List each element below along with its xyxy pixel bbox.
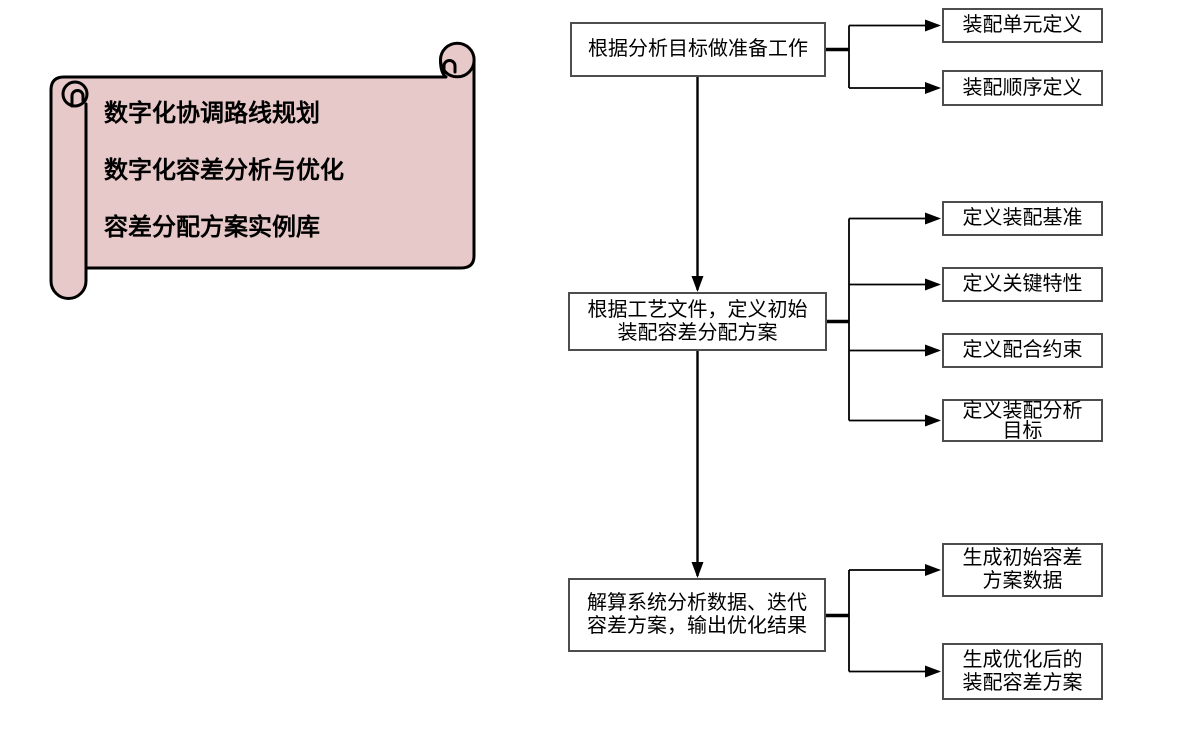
output-box-define-assembly-analysis-target: 定义装配分析 目标 <box>942 399 1103 442</box>
scroll-left-roll <box>61 80 89 108</box>
step1-box: 根据分析目标做准备工作 <box>570 22 826 77</box>
scroll-note: 数字化协调路线规划 数字化容差分析与优化 容差分配方案实例库 <box>104 86 344 257</box>
output-box-define-key-characteristics: 定义关键特性 <box>942 267 1103 302</box>
scroll-left-roll-curl <box>70 89 85 108</box>
step2-box: 根据工艺文件，定义初始 装配容差分配方案 <box>568 292 827 351</box>
output-box-generate-initial-tolerance-data: 生成初始容差 方案数据 <box>942 543 1103 597</box>
step2-branches <box>827 212 941 427</box>
output-box-generate-optimized-tolerance-scheme: 生成优化后的 装配容差方案 <box>942 643 1103 700</box>
step1-branches <box>826 19 941 94</box>
output-box-assembly-sequence-definition: 装配顺序定义 <box>942 70 1103 106</box>
step3-box: 解算系统分析数据、迭代 容差方案，输出优化结果 <box>568 578 826 652</box>
scroll-top-roll-curl <box>442 59 457 79</box>
output-box-assembly-unit-definition: 装配单元定义 <box>942 8 1103 43</box>
scroll-note-line-2: 数字化容差分析与优化 <box>104 158 344 184</box>
scroll-note-line-1: 数字化协调路线规划 <box>104 101 320 127</box>
scroll-shape <box>49 41 476 300</box>
output-box-define-assembly-datum: 定义装配基准 <box>942 201 1103 236</box>
output-box-define-mating-constraints: 定义配合约束 <box>942 333 1103 368</box>
step3-branches <box>826 564 941 678</box>
scroll-note-line-3: 容差分配方案实例库 <box>104 215 320 241</box>
scroll-top-roll <box>439 41 476 79</box>
